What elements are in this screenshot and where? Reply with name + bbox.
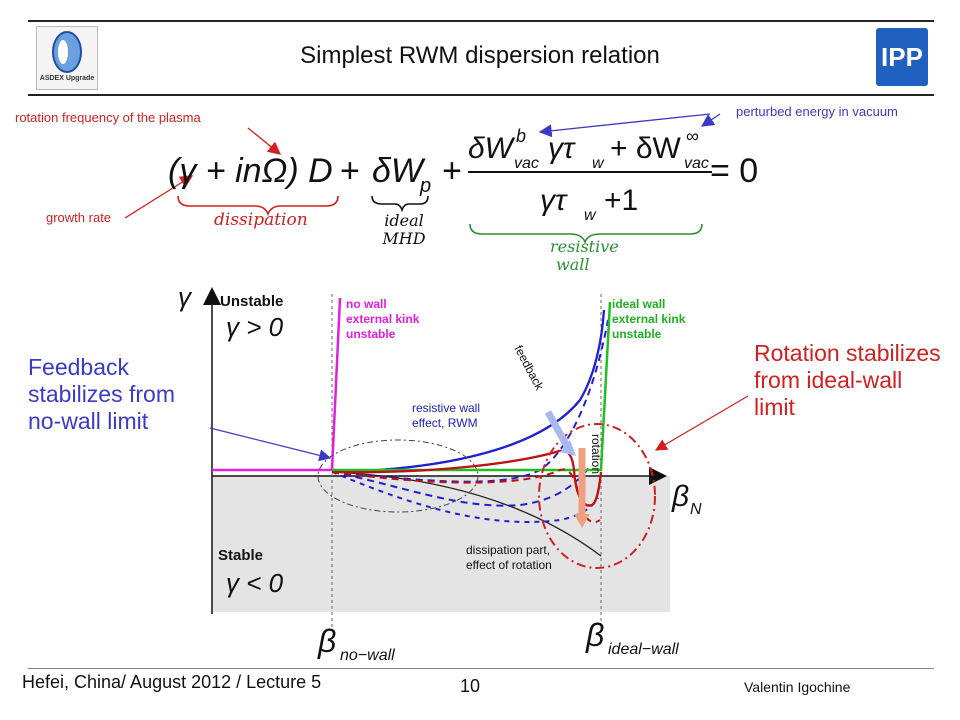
- rwm-diagram: feedback rotation γ Unstable γ > 0 Stabl…: [178, 282, 749, 664]
- ideal-wall-note-line1: ideal wall: [612, 297, 665, 311]
- svg-text:w: w: [592, 155, 605, 172]
- unstable-label: Unstable: [220, 293, 283, 310]
- svg-text:p: p: [419, 175, 431, 197]
- ipp-logo-text: IPP: [881, 42, 923, 72]
- rotation-arrow-line: [247, 127, 282, 155]
- svg-text:γτ: γτ: [548, 132, 576, 165]
- ideal-wall-region-ellipse: [538, 423, 656, 569]
- perturbed-arrow-line-2: [700, 113, 721, 127]
- resistive-wall-brace: [469, 223, 703, 245]
- dissipation-note-line1: dissipation part,: [466, 543, 550, 557]
- ideal-wall-note: ideal wall external kink unstable: [612, 297, 686, 341]
- perturbed-arrow-line-1: [538, 113, 711, 138]
- resistive-note: resistive wall effect, RWM: [412, 401, 480, 430]
- beta-no-wall-subscript: no−wall: [340, 647, 395, 664]
- svg-text:b: b: [516, 126, 526, 146]
- page-number: 10: [460, 676, 481, 696]
- svg-text:= 0: = 0: [710, 152, 758, 190]
- feedback-arrow: [544, 410, 572, 450]
- feedback-arrow-label: feedback: [511, 343, 547, 393]
- dissipation-note-line2: effect of rotation: [466, 558, 552, 572]
- beta-no-wall-symbol: β: [317, 623, 336, 659]
- rotation-arrow-head: [574, 514, 590, 528]
- svg-text:+: +: [442, 152, 462, 190]
- x-axis-symbol-group: β N: [671, 480, 702, 518]
- equation-body: (γ + inΩ) D + δW p + δW b vac γτ w + δW …: [168, 126, 758, 224]
- ideal-wall-note-line2: external kink: [612, 312, 686, 326]
- footer-rule: [28, 668, 934, 669]
- rotation-arrow-label: rotation: [589, 434, 603, 474]
- no-wall-region-ellipse: [317, 439, 479, 513]
- asdex-logo: ASDEX Upgrade: [36, 26, 98, 90]
- rotation-dashed-curve: [331, 468, 601, 524]
- rotation-pointer: [654, 395, 749, 451]
- x-axis-subscript: N: [690, 501, 702, 518]
- header-rule: [28, 94, 934, 96]
- ideal-mhd-label: ideal MHD: [378, 212, 430, 248]
- no-wall-note-line1: no wall: [346, 297, 387, 311]
- page-title: Simplest RWM dispersion relation: [300, 42, 660, 69]
- feedback-pointer: [209, 427, 332, 462]
- svg-text:+: +: [340, 152, 360, 190]
- ideal-mhd-label-line1: ideal: [384, 211, 424, 230]
- feedback-curve-3: [331, 471, 599, 523]
- no-wall-note: no wall external kink unstable: [346, 297, 420, 341]
- stable-label: Stable: [218, 547, 263, 564]
- rotation-frequency-label: rotation frequency of the plasma: [15, 110, 201, 125]
- svg-text:∞: ∞: [686, 126, 699, 146]
- beta-ideal-wall-symbol: β: [585, 617, 604, 653]
- asdex-logo-text: ASDEX Upgrade: [39, 75, 95, 82]
- stable-condition: γ < 0: [226, 568, 284, 598]
- svg-text:+ δW: + δW: [610, 132, 682, 165]
- feedback-arrow-head: [560, 440, 576, 456]
- resistive-note-line1: resistive wall: [412, 401, 480, 415]
- beta-ideal-wall-group: β ideal−wall: [585, 617, 679, 658]
- footer-location: Hefei, China/ August 2012 / Lecture 5: [22, 672, 322, 692]
- resistive-wall-label-line2: wall: [556, 255, 590, 274]
- ideal-mhd-brace: [371, 195, 429, 213]
- footer-author: Valentin Igochine: [744, 679, 851, 695]
- resistive-note-line2: effect, RWM: [412, 416, 478, 430]
- rotation-note: Rotation stabilizes from ideal-wall limi…: [754, 340, 941, 420]
- svg-text:vac: vac: [684, 155, 709, 172]
- resistive-wall-label: resistive wall: [550, 238, 640, 274]
- unstable-condition: γ > 0: [226, 312, 284, 342]
- beta-ideal-wall-subscript: ideal−wall: [608, 641, 679, 658]
- dissipation-note: dissipation part, effect of rotation: [466, 543, 552, 572]
- asdex-logo-icon: [52, 31, 82, 73]
- top-rule: [28, 20, 934, 22]
- svg-text:δW: δW: [468, 132, 516, 165]
- ideal-mhd-label-line2: MHD: [382, 229, 426, 248]
- y-axis-symbol: γ: [178, 282, 193, 312]
- no-wall-note-line2: external kink: [346, 312, 420, 326]
- dissipation-brace: [177, 195, 339, 217]
- feedback-note: Feedback stabilizes from no-wall limit: [28, 354, 175, 434]
- resistive-wall-label-line1: resistive: [550, 237, 619, 256]
- rwm-curve: [331, 309, 606, 474]
- growth-rate-label: growth rate: [46, 210, 112, 225]
- svg-text:δW: δW: [372, 152, 426, 190]
- no-wall-note-line3: unstable: [346, 327, 396, 341]
- beta-no-wall-group: β no−wall: [317, 623, 395, 664]
- perturbed-energy-label: perturbed energy in vacuum: [736, 104, 898, 119]
- svg-text:γτ: γτ: [540, 184, 568, 217]
- growth-arrow-line: [124, 175, 194, 219]
- dissipation-label: dissipation: [214, 210, 308, 230]
- svg-text:+1: +1: [604, 184, 638, 217]
- dispersion-equation: (γ + inΩ) D + δW p + δW b vac γτ w + δW …: [124, 113, 758, 245]
- rotation-curve: [331, 449, 603, 507]
- ipp-logo: IPP: [876, 28, 928, 86]
- feedback-curve-2: [331, 465, 591, 507]
- svg-text:vac: vac: [514, 155, 539, 172]
- svg-text:(γ + inΩ) D: (γ + inΩ) D: [168, 152, 333, 190]
- x-axis-symbol: β: [671, 480, 689, 513]
- svg-text:w: w: [584, 207, 597, 224]
- ideal-wall-note-line3: unstable: [612, 327, 662, 341]
